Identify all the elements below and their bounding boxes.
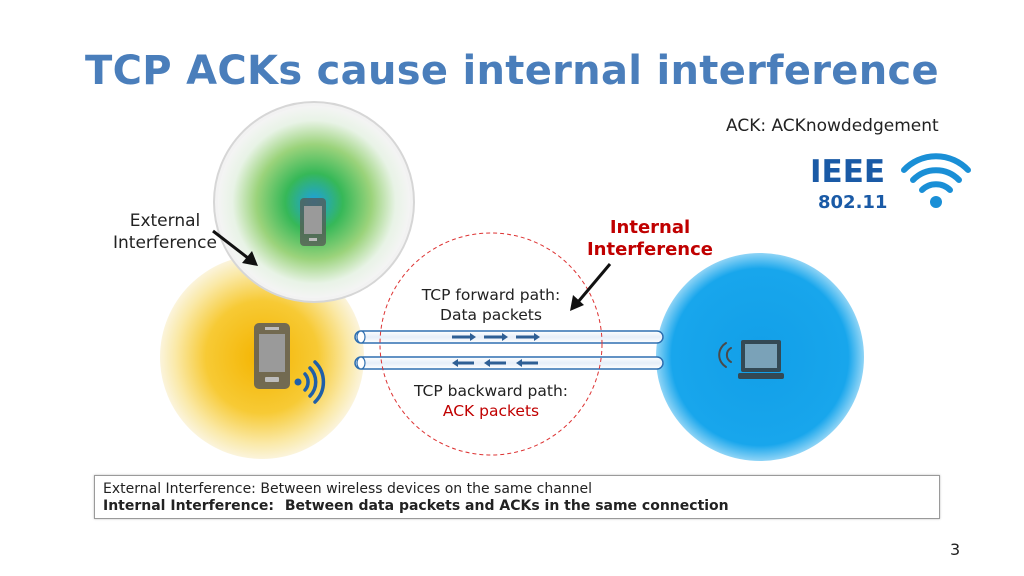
ack-packet-arrows — [452, 359, 538, 367]
data-packet-arrows — [452, 333, 540, 341]
wifi-logo-icon — [901, 153, 971, 208]
forward-path-line2: Data packets — [440, 306, 542, 324]
external-interference-line1: External — [129, 211, 201, 231]
internal-interference-zone — [379, 232, 603, 456]
logo-text-80211: 802.11 — [818, 192, 887, 213]
external-definition: External Interference: Between wireless … — [103, 481, 931, 498]
backward-path-line2: ACK packets — [442, 402, 540, 420]
ack-definition: ACK: ACKnowdedgement — [726, 116, 939, 136]
phone-icon — [300, 198, 326, 246]
internal-term: Internal Interference: — [103, 498, 274, 514]
external-interference-line2: Interference — [112, 233, 217, 253]
forward-path-line1: TCP forward path: — [421, 286, 561, 304]
logo-text-ieee: IEEE — [810, 154, 885, 190]
internal-interference-line2: Interference — [586, 239, 714, 260]
phone-icon — [254, 323, 290, 389]
backward-path-label: TCP backward path: ACK packets — [392, 381, 590, 421]
ieee-802-11-logo: IEEE 802.11 — [810, 153, 971, 213]
wifi-signal-icon — [294, 360, 326, 404]
slide-title: TCP ACKs cause internal interference — [85, 48, 939, 94]
forward-path-label: TCP forward path: Data packets — [396, 285, 586, 325]
external-description: Between wireless devices on the same cha… — [260, 481, 593, 497]
internal-interference-line1: Internal — [609, 217, 691, 238]
backward-path-line1: TCP backward path: — [414, 382, 568, 400]
internal-interference-label: Internal Interference — [566, 217, 734, 261]
definitions-box: External Interference: Between wireless … — [94, 475, 940, 519]
internal-description: Between data packets and ACKs in the sam… — [284, 498, 729, 514]
external-interference-label: External Interference — [98, 210, 232, 254]
external-term: External Interference: — [103, 481, 256, 497]
arrow-icon — [212, 229, 258, 266]
arrow-icon — [570, 263, 612, 311]
internal-definition: Internal Interference: Between data pack… — [103, 498, 931, 515]
backward-path-pipe — [354, 356, 664, 370]
page-number: 3 — [950, 540, 961, 559]
forward-path-pipe — [354, 330, 664, 344]
laptop-icon — [718, 340, 784, 379]
